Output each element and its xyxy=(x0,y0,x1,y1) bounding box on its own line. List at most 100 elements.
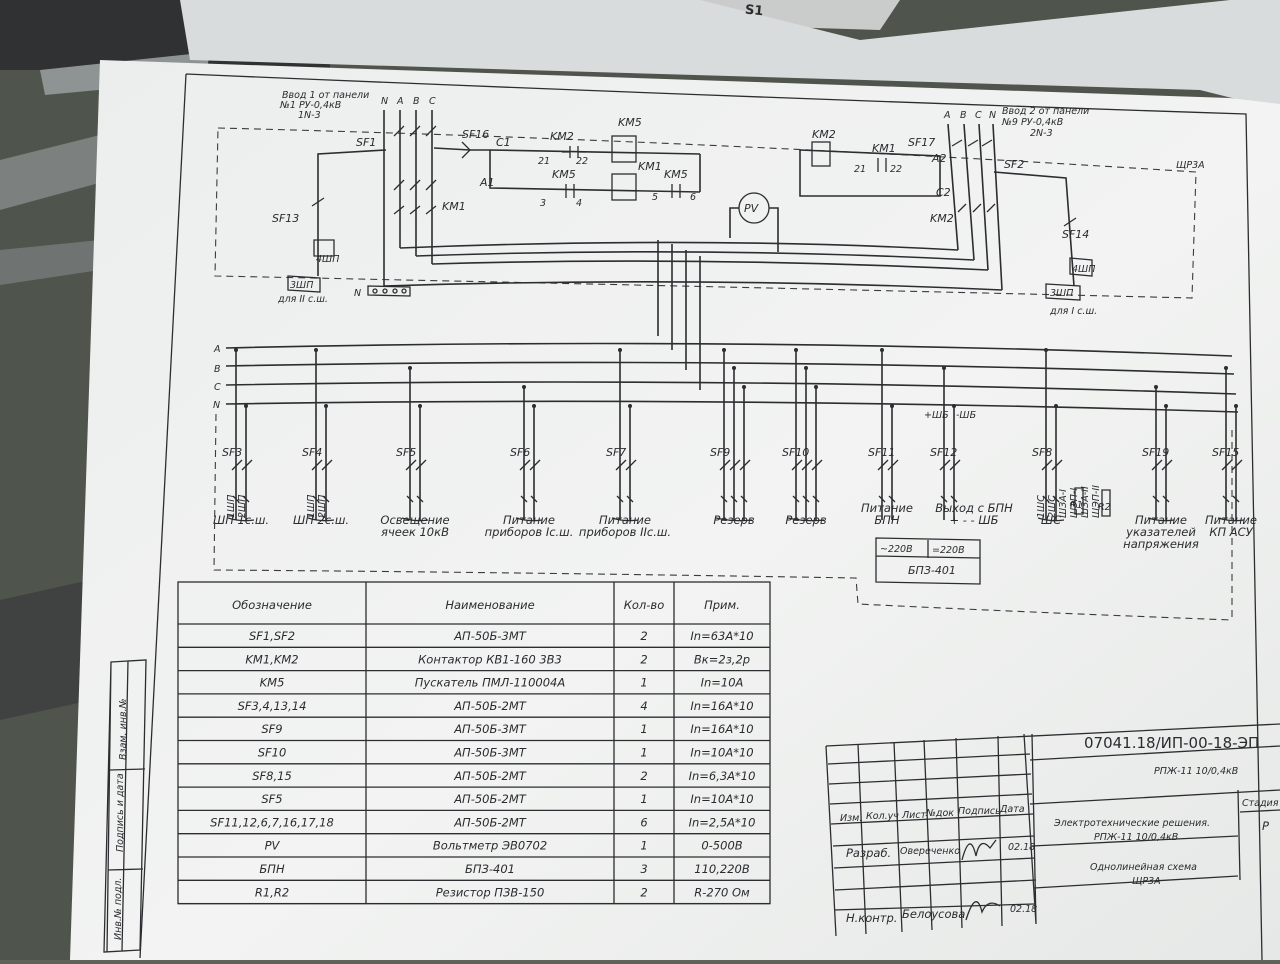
nkontr-signature xyxy=(965,901,1001,921)
km1-main-label: KM1 xyxy=(442,200,466,213)
side-stamp-label-sign: Подпись и дата xyxy=(115,773,126,852)
table-header-cell: Обозначение xyxy=(232,598,312,612)
node5: 5 xyxy=(652,192,658,203)
table-cell: KM1,KM2 xyxy=(245,652,298,666)
feeder-caption: Выход с БПН xyxy=(935,501,1013,515)
table-cell: Контактор КВ1-160 3В3 xyxy=(418,652,562,666)
tb-header-date: Дата xyxy=(999,804,1025,815)
title-block: 07041.18/ИП-00-18-ЭП РПЖ-11 10/0,4кВ Изм… xyxy=(825,723,1280,937)
razrab-date: 02.18 xyxy=(1008,842,1035,853)
doc-title-1: Электротехнические решения. xyxy=(1053,818,1210,829)
sheet-title-1: Однолинейная схема xyxy=(1090,862,1197,873)
razrab-signature xyxy=(961,839,997,861)
table-header-cell: Кол-во xyxy=(624,598,665,612)
bus-n-label: N xyxy=(213,400,220,411)
side-stamp: Инв.№ подл. Подпись и дата Взам. инв.№ xyxy=(103,659,147,953)
core-label: 2ШС xyxy=(1047,495,1058,518)
bpz-name: БПЗ-401 xyxy=(908,564,956,577)
table-row: PV Вольтметр ЭВ0702 1 0-500В xyxy=(265,839,743,853)
table-cell: 4 xyxy=(640,699,647,713)
table-cell: 1 xyxy=(640,839,647,853)
feeder-id-label: SF3 xyxy=(222,446,242,459)
side-stamp-label-vzam: Взам. инв.№ xyxy=(118,698,129,760)
minus-shb-label: -ШБ xyxy=(956,410,977,421)
input1-line2: №1 РУ-0,4кВ xyxy=(279,100,341,111)
feeder-id-label: SF19 xyxy=(1142,446,1169,459)
side-stamp-label-inv: Инв.№ подл. xyxy=(113,877,124,940)
corner-text: S1 xyxy=(744,3,764,20)
c2-label: C2 xyxy=(936,186,951,199)
km5-ctrl-label: KM5 xyxy=(552,168,576,181)
table-cell: 1 xyxy=(640,722,647,736)
km2-coil xyxy=(811,141,831,167)
pv-label: PV xyxy=(744,202,760,215)
core-label: 1ШП xyxy=(306,495,317,518)
core-label: ШЗА-I xyxy=(1058,489,1069,518)
feeder-id-label: SF4 xyxy=(302,446,322,459)
sf16-label: SF16 xyxy=(462,128,489,141)
feeder-caption: ячеек 10кВ xyxy=(381,525,449,539)
input2-line2: №9 РУ-0,4кВ xyxy=(1001,117,1063,128)
table-cell: SF11,12,6,7,16,17,18 xyxy=(210,815,334,829)
feeder-caption: БПН xyxy=(874,513,900,527)
core-label: 2ШП xyxy=(237,495,248,518)
table-header-cell: Наименование xyxy=(445,598,534,612)
input2-line3: 2N-3 xyxy=(1030,128,1053,139)
phase-b-label: B xyxy=(413,96,420,107)
feeder-id-label: SF8 xyxy=(1032,446,1052,459)
node21-left: 21 xyxy=(538,156,550,167)
table-cell: PV xyxy=(265,839,281,853)
feeder-caption: приборов IIс.ш. xyxy=(579,525,671,539)
km5-coil-label: KM5 xyxy=(618,116,642,129)
stage-value: Р xyxy=(1262,819,1269,833)
table-cell: АП-50Б-3МТ xyxy=(453,722,527,736)
table-cell: In=16A*10 xyxy=(690,722,753,736)
table-cell: SF5 xyxy=(261,792,282,806)
table-cell: 2 xyxy=(640,652,647,666)
bus-a-label: A xyxy=(213,344,221,355)
razrab-name: Овереченко xyxy=(900,846,960,857)
table-cell: 110,220В xyxy=(694,862,750,876)
table-cell: 1 xyxy=(640,792,647,806)
table-cell: 0-500В xyxy=(701,839,742,853)
bpz-block: ~220В =220В БПЗ-401 +ШБ -ШБ R1 R2 xyxy=(875,410,1111,585)
shp3-right: 3ШП xyxy=(1050,288,1073,299)
table-cell: 6 xyxy=(640,815,647,829)
table-cell: 3 xyxy=(640,862,647,876)
table-cell: In=10A*10 xyxy=(690,792,753,806)
doc-code: 07041.18/ИП-00-18-ЭП xyxy=(1084,734,1259,752)
node6: 6 xyxy=(690,192,696,203)
nkontr-name: Белоусова xyxy=(902,907,965,921)
table-cell: In=10A xyxy=(701,676,744,690)
a2-label: A2 xyxy=(931,152,947,165)
c1-label: C1 xyxy=(496,136,511,149)
table-cell: R1,R2 xyxy=(255,885,289,899)
stage-label: Стадия xyxy=(1242,798,1279,809)
feeder-caption: Питание xyxy=(861,501,913,515)
km2-coil-label: KM2 xyxy=(812,128,836,141)
table-cell: KM5 xyxy=(260,676,285,690)
bpz-out: =220В xyxy=(932,545,965,556)
a1-label: A1 xyxy=(479,176,495,189)
sheet-title-2: ЩР3А xyxy=(1132,876,1161,887)
core-label: ШЗА-II xyxy=(1080,486,1091,518)
bpz-in: ~220В xyxy=(880,544,913,555)
n-terminal-label: N xyxy=(354,288,361,299)
feeder-id-label: SF12 xyxy=(930,446,957,459)
table-cell: Вольтметр ЭВ0702 xyxy=(433,839,547,853)
table-cell: SF8,15 xyxy=(252,769,292,783)
table-cell: БПН xyxy=(259,862,285,876)
table-cell: Пускатель ПМЛ-110004А xyxy=(415,676,566,690)
table-cell: In=16A*10 xyxy=(690,699,753,713)
input1-line1: Ввод 1 от панели xyxy=(282,90,369,101)
phase2-a-label: A xyxy=(943,110,951,121)
km1-ctrl-label: KM1 xyxy=(872,142,896,155)
